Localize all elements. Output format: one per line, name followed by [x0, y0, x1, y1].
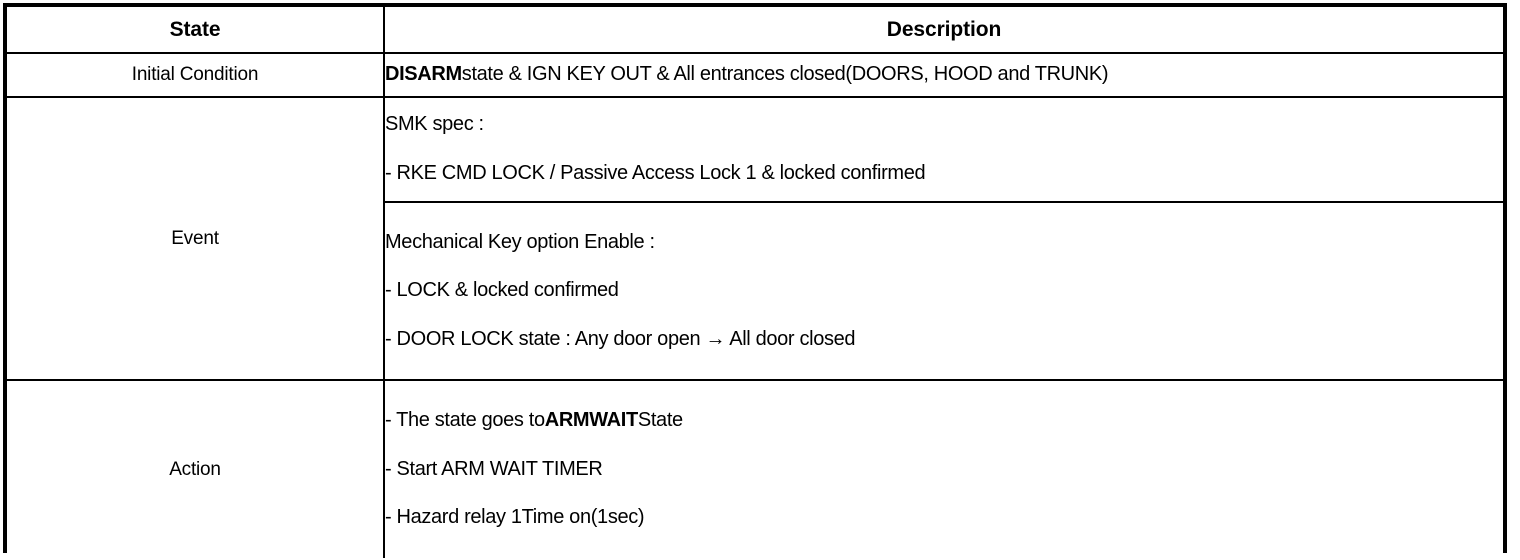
state-description-table: State Description Initial Condition DISA… [3, 3, 1507, 558]
plain-text: - Start ARM WAIT TIMER [385, 457, 603, 480]
state-cell-action: Action [7, 379, 385, 558]
plain-text: state & IGN KEY OUT & All entrances clos… [461, 63, 1109, 86]
description-line: - The state goes toARMWAITState [385, 409, 1503, 433]
emphasis-text: DISARM [385, 63, 462, 86]
plain-text: State [637, 409, 683, 432]
table-row-action: Action - The state goes toARMWAITState- … [7, 379, 1503, 558]
description-cell-event-smk: SMK spec : - RKE CMD LOCK / Passive Acces… [383, 96, 1503, 203]
table-row-initial-condition: Initial Condition DISARMstate & IGN KEY … [7, 52, 1503, 98]
table-row-event-mechanical-key: Mechanical Key option Enable : - LOCK & l… [7, 201, 1503, 381]
description-block: SMK spec : - RKE CMD LOCK / Passive Acces… [385, 113, 1503, 185]
plain-text: Mechanical Key option Enable : [385, 230, 655, 253]
column-header-description: Description [383, 7, 1503, 54]
plain-text: SMK spec : [385, 113, 484, 136]
emphasis-text: ARMWAIT [544, 409, 638, 432]
plain-text: - LOCK & locked confirmed [385, 279, 619, 302]
description-cell-initial-condition: DISARMstate & IGN KEY OUT & All entrance… [383, 52, 1503, 98]
plain-text: - DOOR LOCK state : Any door open → All … [385, 327, 856, 350]
table-header-row: State Description [7, 7, 1503, 54]
description-line: - Start ARM WAIT TIMER [385, 458, 1503, 482]
table-row-event-smk: Event SMK spec : - RKE CMD LOCK / Passive… [7, 96, 1503, 381]
plain-text: - The state goes to [385, 409, 545, 432]
state-cell-event: Event [7, 96, 385, 381]
state-cell-initial-condition: Initial Condition [7, 52, 385, 98]
plain-text: - Hazard relay 1Time on(1sec) [385, 506, 645, 529]
description-line: - DOOR LOCK state : Any door open → All … [385, 328, 1503, 352]
description-line: - Hazard relay 1Time on(1sec) [385, 506, 1503, 530]
description-line: - LOCK & locked confirmed [385, 279, 1503, 303]
description-line: - RKE CMD LOCK / Passive Access Lock 1 &… [385, 162, 1503, 186]
description-block: Mechanical Key option Enable : - LOCK & l… [385, 231, 1503, 352]
description-cell-event-mechanical-key: Mechanical Key option Enable : - LOCK & l… [384, 201, 1503, 381]
column-header-state: State [7, 7, 385, 54]
plain-text: - RKE CMD LOCK / Passive Access Lock 1 &… [385, 162, 926, 184]
description-cell-action: - The state goes toARMWAITState - Start A… [383, 379, 1503, 558]
description-block: - The state goes toARMWAITState - Start A… [385, 409, 1503, 530]
description-line: DISARMstate & IGN KEY OUT & All entrance… [385, 63, 1109, 86]
description-line: SMK spec : [385, 113, 1503, 137]
description-line: Mechanical Key option Enable : [385, 231, 1503, 255]
